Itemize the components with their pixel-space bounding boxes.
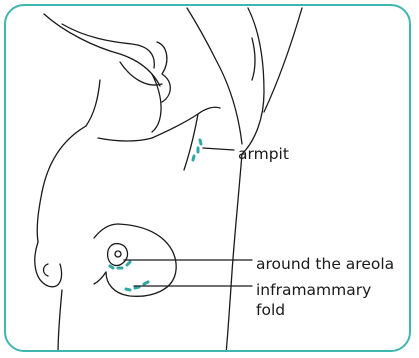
areola-marks (110, 262, 130, 268)
exam-markers (6, 6, 411, 352)
fold-mark (126, 289, 130, 290)
areola-mark (127, 262, 130, 265)
label-armpit: armpit (238, 144, 289, 164)
label-around-areola: around the areola (256, 254, 394, 274)
fold-mark (135, 287, 139, 288)
label-inframammary: inframammary (256, 280, 371, 300)
armpit-marks (193, 140, 201, 160)
fold-mark (144, 282, 148, 284)
armpit-mark (193, 156, 194, 160)
label-fold: fold (256, 300, 285, 320)
armpit-leader (203, 148, 234, 150)
armpit-mark (200, 140, 201, 144)
areola-mark (110, 266, 113, 268)
diagram-frame: armpit around the areola inframammary fo… (4, 4, 411, 352)
